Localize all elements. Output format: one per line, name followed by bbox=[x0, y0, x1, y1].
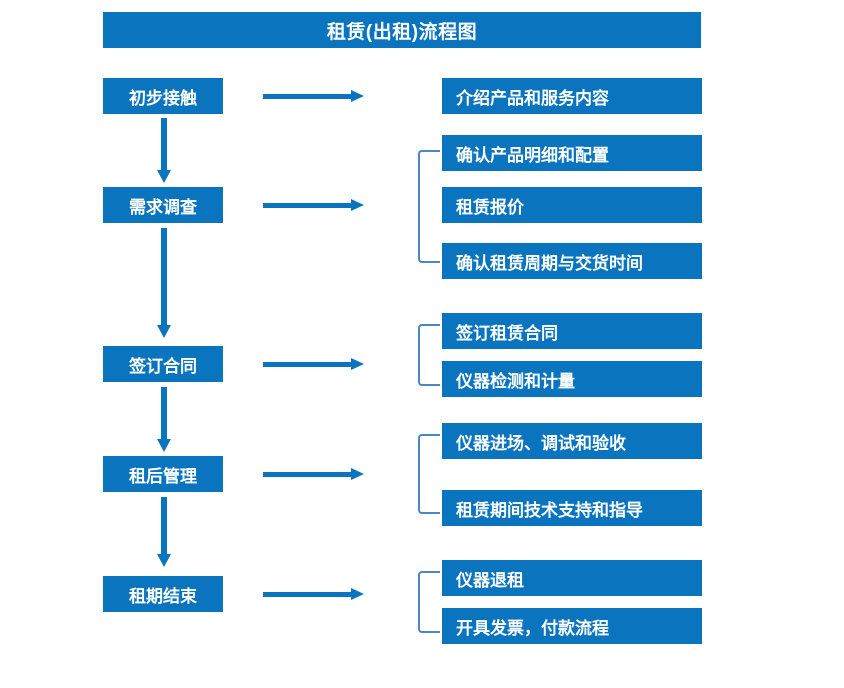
stage-box-需求调查[interactable]: 需求调查 bbox=[103, 187, 223, 223]
group-bracket-2 bbox=[418, 150, 440, 263]
stage-box-初步接触[interactable]: 初步接触 bbox=[103, 78, 223, 114]
arrow-head bbox=[351, 468, 364, 480]
arrow-shaft bbox=[161, 387, 167, 439]
arrow-head bbox=[157, 325, 171, 338]
arrow-right-icon-2 bbox=[263, 199, 364, 211]
arrow-down-icon-1 bbox=[157, 118, 171, 183]
arrow-right-icon-3 bbox=[263, 358, 364, 370]
detail-box-仪器检测和计量[interactable]: 仪器检测和计量 bbox=[442, 361, 702, 397]
detail-box-开具发票付款流程[interactable]: 开具发票，付款流程 bbox=[442, 608, 702, 644]
arrow-down-icon-4 bbox=[157, 497, 171, 567]
stage-box-签订合同[interactable]: 签订合同 bbox=[103, 346, 223, 382]
arrow-shaft bbox=[263, 362, 351, 367]
group-bracket-4 bbox=[418, 434, 440, 514]
arrow-shaft bbox=[161, 228, 167, 325]
arrow-head bbox=[157, 439, 171, 452]
arrow-head bbox=[351, 90, 364, 102]
group-bracket-3 bbox=[418, 324, 440, 386]
arrow-down-icon-2 bbox=[157, 228, 171, 338]
arrow-shaft bbox=[263, 94, 351, 99]
diagram-title: 租赁(出租)流程图 bbox=[103, 12, 701, 48]
detail-box-介绍产品和服务内容[interactable]: 介绍产品和服务内容 bbox=[442, 78, 702, 114]
stage-box-租后管理[interactable]: 租后管理 bbox=[103, 456, 223, 492]
arrow-shaft bbox=[263, 592, 351, 597]
detail-box-仪器进场调试和验收[interactable]: 仪器进场、调试和验收 bbox=[442, 423, 702, 459]
arrow-shaft bbox=[161, 118, 167, 170]
arrow-shaft bbox=[263, 203, 351, 208]
detail-box-仪器退租[interactable]: 仪器退租 bbox=[442, 560, 702, 596]
arrow-head bbox=[351, 199, 364, 211]
detail-box-租赁报价[interactable]: 租赁报价 bbox=[442, 187, 702, 223]
arrow-head bbox=[351, 588, 364, 600]
stage-box-租期结束[interactable]: 租期结束 bbox=[103, 576, 223, 612]
arrow-shaft bbox=[263, 472, 351, 477]
detail-box-确认产品明细和配置[interactable]: 确认产品明细和配置 bbox=[442, 135, 702, 171]
arrow-head bbox=[351, 358, 364, 370]
arrow-right-icon-1 bbox=[263, 90, 364, 102]
detail-box-租赁期间技术支持和指导[interactable]: 租赁期间技术支持和指导 bbox=[442, 490, 702, 526]
arrow-right-icon-4 bbox=[263, 468, 364, 480]
detail-box-确认租赁周期与交货时间[interactable]: 确认租赁周期与交货时间 bbox=[442, 243, 702, 279]
arrow-head bbox=[157, 170, 171, 183]
group-bracket-5 bbox=[418, 571, 440, 633]
arrow-down-icon-3 bbox=[157, 387, 171, 452]
arrow-right-icon-5 bbox=[263, 588, 364, 600]
arrow-shaft bbox=[161, 497, 167, 554]
detail-box-签订租赁合同[interactable]: 签订租赁合同 bbox=[442, 313, 702, 349]
arrow-head bbox=[157, 554, 171, 567]
